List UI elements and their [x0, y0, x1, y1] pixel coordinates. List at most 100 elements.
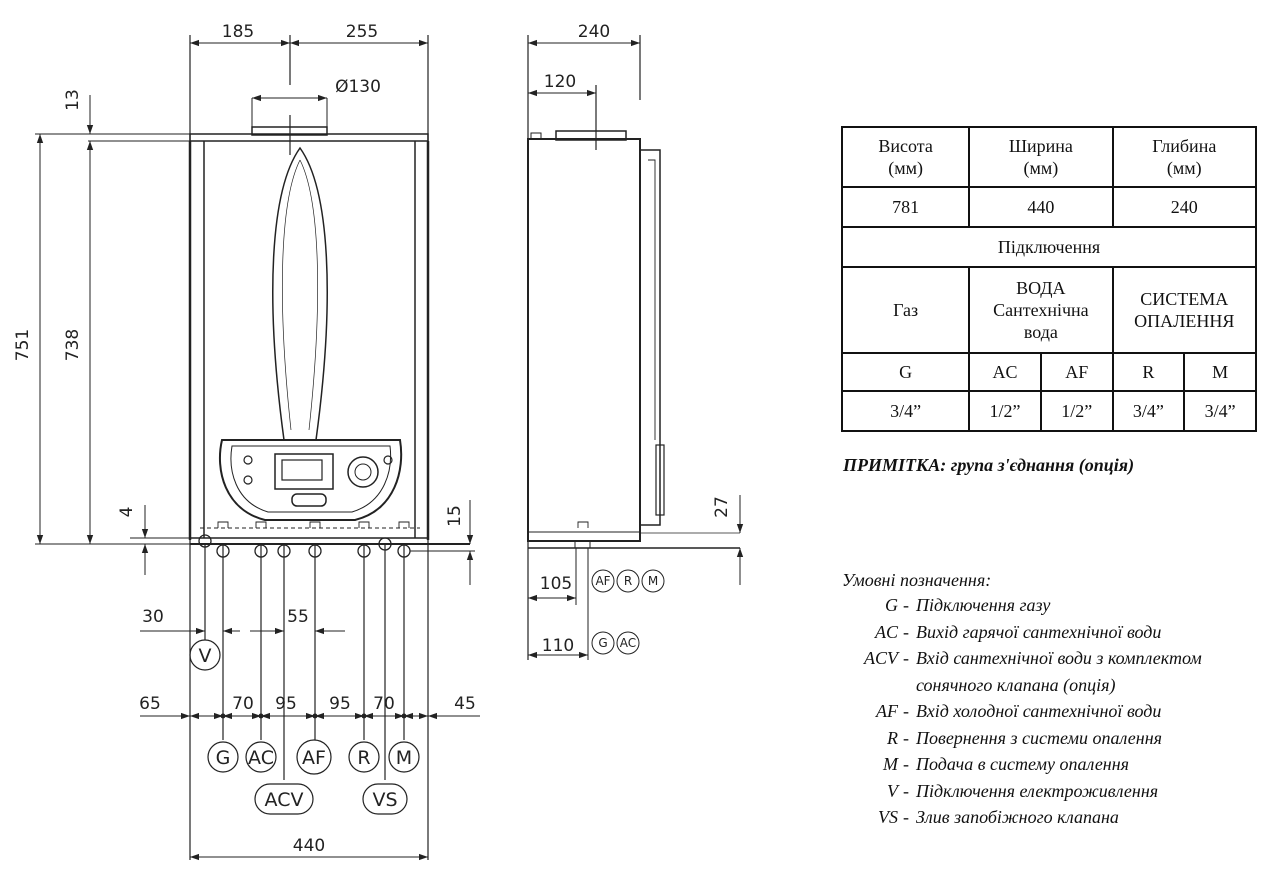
- legend-code: G: [885, 595, 898, 615]
- dim-70-right: 70: [373, 694, 395, 714]
- legend-code: AC: [874, 621, 898, 642]
- dimension-labels: 185 255 240 120 Ø130 13 751 738 4 15 27 …: [13, 22, 732, 856]
- code-g: G: [840, 352, 971, 392]
- dim-738: 738: [63, 329, 83, 361]
- legend-item: R-Повернення з системи опалення: [842, 725, 1282, 752]
- legend-desc: Подача в систему опалення: [916, 754, 1130, 774]
- header-width: Ширина (мм): [968, 126, 1114, 188]
- dim-15: 15: [445, 505, 465, 527]
- dim-751: 751: [13, 329, 33, 361]
- legend-dash: -: [903, 727, 909, 748]
- legend-item: AF-Вхід холодної сантехнічної води: [842, 698, 1282, 725]
- size-m: 3/4”: [1183, 390, 1257, 432]
- legend-code: M: [883, 754, 898, 774]
- group-gas: Газ: [840, 266, 971, 354]
- dim-45: 45: [454, 694, 476, 714]
- legend-desc: Вхід холодної сантехнічної води: [916, 701, 1162, 721]
- legend-item: M-Подача в систему опалення: [842, 751, 1282, 778]
- legend-item: ACV-Вхід сантехнічної води з комплектом: [842, 645, 1282, 672]
- dim-110: 110: [542, 636, 574, 656]
- dim-95-right: 95: [329, 694, 351, 714]
- dim-240: 240: [578, 22, 610, 42]
- table-row: Висота (мм) Ширина (мм) Глибина (мм): [840, 126, 1258, 188]
- connector-vs: VS: [372, 789, 397, 811]
- connector-m: M: [396, 747, 412, 769]
- connector-labels: G AC AF R M V ACV VS AF R M G AC: [199, 574, 659, 811]
- dim-4: 4: [117, 507, 137, 518]
- size-r: 3/4”: [1111, 390, 1186, 432]
- legend-code: V: [887, 780, 898, 801]
- side-connector-ac: AC: [620, 636, 636, 650]
- legend-code: VS: [878, 807, 898, 827]
- group-water: ВОДА Сантехнічна вода: [968, 266, 1114, 354]
- side-connector-r: R: [624, 574, 632, 588]
- dim-diameter-130: Ø130: [335, 77, 381, 97]
- legend-dash: -: [903, 701, 909, 721]
- table-row: G AC AF R M: [840, 352, 1257, 392]
- dim-13: 13: [63, 89, 83, 111]
- legend-dash: -: [903, 780, 909, 801]
- size-ac: 1/2”: [968, 390, 1042, 432]
- front-dimension-lines: [35, 39, 480, 861]
- dim-440: 440: [293, 836, 325, 856]
- legend-code: [842, 672, 898, 699]
- legend-code: R: [887, 727, 898, 748]
- value-depth: 240: [1111, 186, 1258, 228]
- side-view: [527, 35, 740, 660]
- legend-code: ACV: [864, 648, 898, 668]
- side-connector-g: G: [598, 636, 607, 650]
- legend-dash: -: [903, 595, 909, 615]
- dim-95-left: 95: [275, 694, 297, 714]
- dim-70-left: 70: [232, 694, 254, 714]
- code-af: AF: [1039, 352, 1114, 392]
- legend-desc: Вихід гарячої сантехнічної води: [916, 621, 1162, 642]
- legend-item: AC-Вихід гарячої сантехнічної води: [842, 619, 1282, 646]
- dim-55: 55: [287, 607, 309, 627]
- front-view: [188, 35, 470, 860]
- legend-desc: сонячного клапана (опція): [916, 674, 1116, 695]
- table-row: Підключення: [841, 226, 1257, 268]
- side-connector-af: AF: [595, 574, 610, 588]
- legend-dash: -: [903, 807, 909, 827]
- table-row: Газ ВОДА Сантехнічна вода СИСТЕМА ОПАЛЕН…: [840, 266, 1258, 354]
- dim-30: 30: [142, 607, 164, 627]
- legend-item: сонячного клапана (опція): [842, 672, 1282, 699]
- legend-item: VS-Злив запобіжного клапана: [842, 804, 1282, 831]
- dim-120: 120: [544, 72, 576, 92]
- legend-desc: Вхід сантехнічної води з комплектом: [916, 648, 1202, 668]
- connector-v: V: [199, 645, 212, 667]
- value-height: 781: [840, 186, 971, 228]
- connector-af: AF: [302, 747, 326, 769]
- connections-heading: Підключення: [841, 226, 1257, 268]
- legend-item: G-Підключення газу: [842, 592, 1282, 619]
- table-row: 3/4” 1/2” 1/2” 3/4” 3/4”: [840, 390, 1257, 432]
- side-connector-m: M: [648, 574, 658, 588]
- legend-dash: -: [903, 754, 909, 774]
- dim-65: 65: [139, 694, 161, 714]
- note-text: ПРИМІТКА: група з'єднання (опція): [843, 455, 1135, 475]
- legend-dash: [898, 672, 914, 699]
- dim-105: 105: [540, 574, 572, 594]
- legend-dash: -: [903, 648, 909, 668]
- spec-table: Висота (мм) Ширина (мм) Глибина (мм) 781…: [840, 126, 1258, 432]
- value-width: 440: [968, 186, 1114, 228]
- legend-desc: Повернення з системи опалення: [916, 727, 1162, 748]
- legend-code: AF: [876, 701, 898, 721]
- code-r: R: [1111, 352, 1186, 392]
- group-heating: СИСТЕМА ОПАЛЕННЯ: [1111, 266, 1258, 354]
- legend-dash: -: [903, 621, 909, 642]
- connector-acv: ACV: [265, 789, 304, 811]
- size-af: 1/2”: [1039, 390, 1114, 432]
- legend-desc: Підключення газу: [916, 595, 1051, 615]
- legend: Умовні позначення: G-Підключення газу AC…: [842, 568, 1282, 831]
- table-row: 781 440 240: [840, 186, 1258, 228]
- header-depth: Глибина (мм): [1111, 126, 1258, 188]
- header-height: Висота (мм): [840, 126, 971, 188]
- connector-g: G: [216, 747, 231, 769]
- connector-r: R: [357, 747, 370, 769]
- size-g: 3/4”: [840, 390, 971, 432]
- dim-255: 255: [346, 22, 378, 42]
- side-dimension-lines: [528, 39, 744, 660]
- connector-ac: AC: [248, 747, 274, 769]
